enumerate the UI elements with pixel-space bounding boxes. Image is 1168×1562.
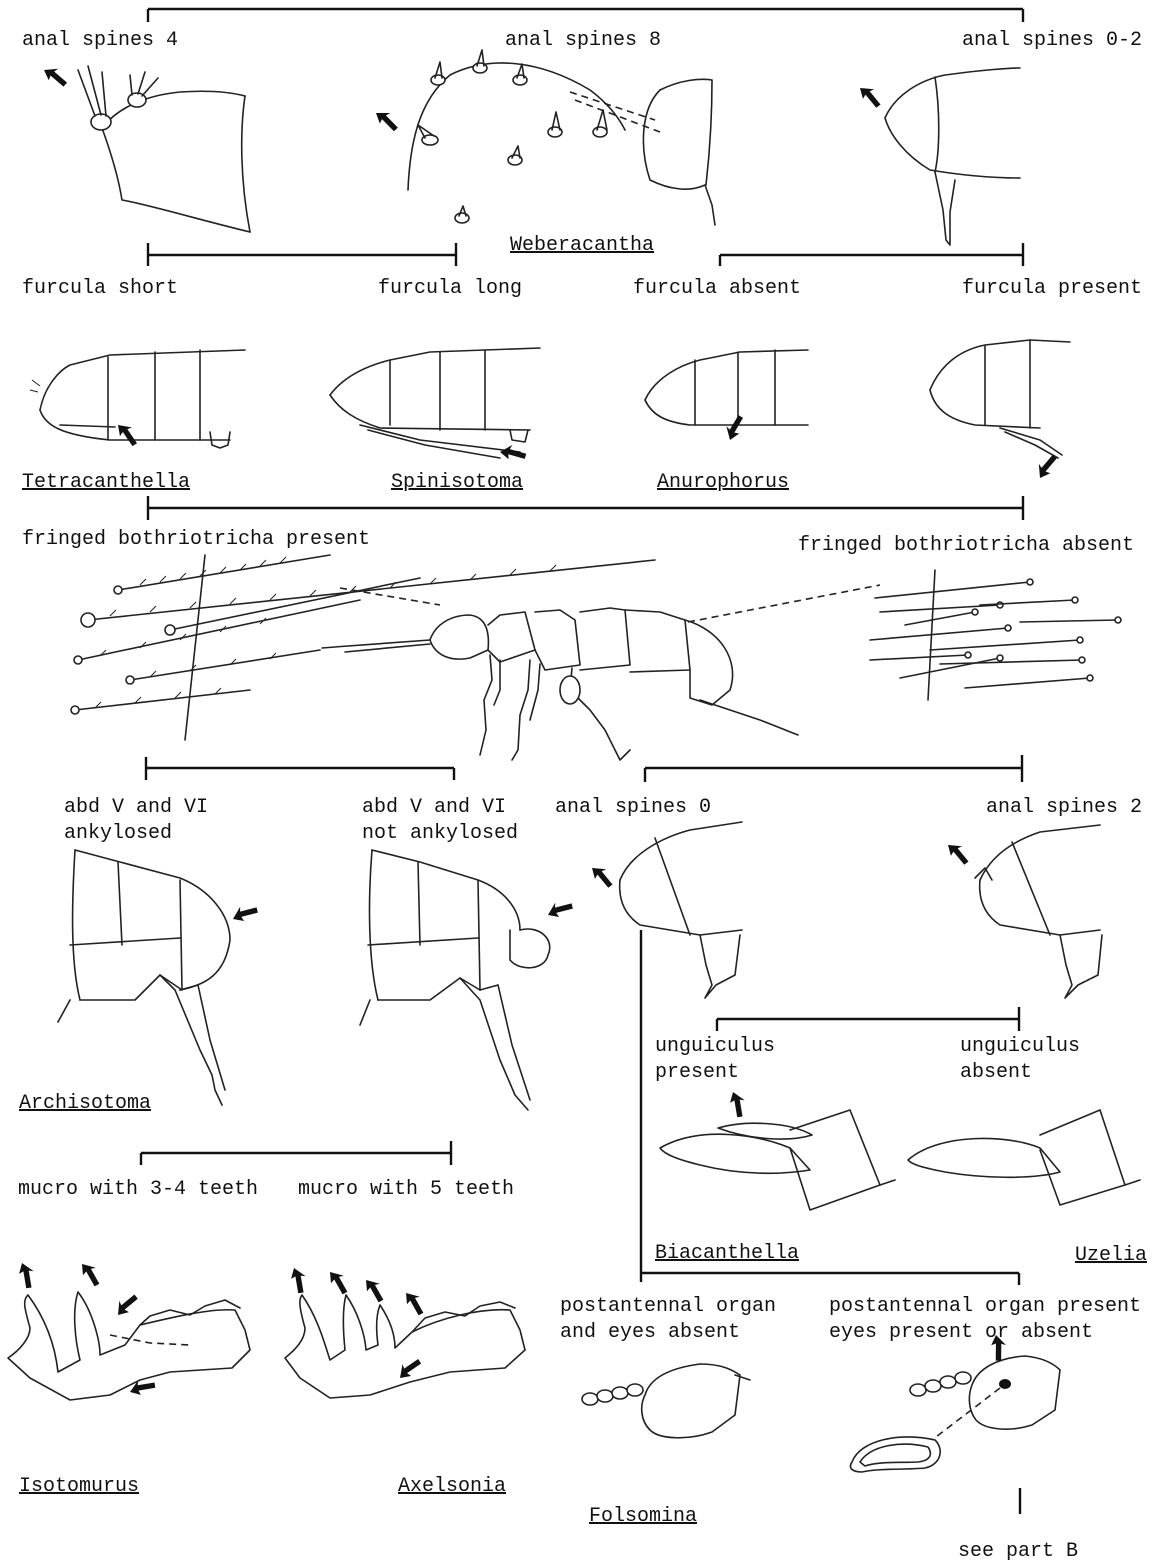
taxon-anurophorus: Anurophorus bbox=[657, 471, 789, 494]
drawing-anal-spines-2-lower bbox=[944, 825, 1103, 998]
label-unguiculus-present-line2: present bbox=[655, 1061, 739, 1084]
drawing-fringed-bothriotricha bbox=[71, 555, 655, 740]
label-anal-spines-8: anal spines 8 bbox=[505, 29, 661, 52]
drawing-biacanthella-claw bbox=[660, 1089, 895, 1210]
label-abd-not-ankylosed-line2: not ankylosed bbox=[362, 822, 518, 845]
label-pao-absent-line1: postantennal organ bbox=[560, 1295, 776, 1318]
drawing-uzelia-claw bbox=[908, 1110, 1140, 1205]
drawing-furcula-present bbox=[930, 340, 1070, 481]
taxon-tetracanthella: Tetracanthella bbox=[22, 471, 190, 494]
taxon-folsomina: Folsomina bbox=[589, 1505, 697, 1528]
drawing-tetracanthella bbox=[30, 350, 245, 448]
label-abd-ankylosed-line2: ankylosed bbox=[64, 822, 172, 845]
label-furcula-absent: furcula absent bbox=[633, 277, 801, 300]
taxon-biacanthella: Biacanthella bbox=[655, 1242, 799, 1265]
drawing-isotomurus-mucro bbox=[8, 1259, 250, 1400]
label-abd-ankylosed-line1: abd V and VI bbox=[64, 796, 208, 819]
taxon-uzelia: Uzelia bbox=[1075, 1244, 1147, 1267]
label-anal-spines-0: anal spines 0 bbox=[555, 796, 711, 819]
taxon-weberacantha: Weberacantha bbox=[510, 234, 654, 257]
drawing-axelsonia-mucro bbox=[285, 1265, 525, 1398]
label-furcula-long: furcula long bbox=[378, 277, 522, 300]
couplet-labels: anal spines 4 anal spines 8 anal spines … bbox=[18, 29, 1142, 1562]
drawing-anurophorus bbox=[645, 350, 808, 442]
label-furcula-short: furcula short bbox=[22, 277, 178, 300]
label-anal-spines-4: anal spines 4 bbox=[22, 29, 178, 52]
drawing-anal-spines-0-lower bbox=[588, 822, 743, 998]
drawing-anal-spines-8 bbox=[372, 50, 715, 225]
drawing-archisotoma-ankylosed bbox=[58, 850, 259, 1105]
drawing-folsomina-head bbox=[582, 1364, 750, 1438]
taxon-spinisotoma: Spinisotoma bbox=[391, 471, 523, 494]
label-abd-not-ankylosed-line1: abd V and VI bbox=[362, 796, 506, 819]
label-furcula-present: furcula present bbox=[962, 277, 1142, 300]
label-anal-spines-2: anal spines 2 bbox=[986, 796, 1142, 819]
label-unguiculus-absent-line2: absent bbox=[960, 1061, 1032, 1084]
drawing-spinisotoma bbox=[330, 348, 540, 461]
label-fringed-bothriotricha-present: fringed bothriotricha present bbox=[22, 528, 370, 551]
taxon-axelsonia: Axelsonia bbox=[398, 1475, 506, 1498]
label-see-part-b: see part B bbox=[958, 1540, 1078, 1562]
label-pao-absent-line2: and eyes absent bbox=[560, 1321, 740, 1344]
taxon-archisotoma: Archisotoma bbox=[19, 1092, 151, 1115]
label-mucro-5-teeth: mucro with 5 teeth bbox=[298, 1178, 514, 1201]
label-pao-present-line1: postantennal organ present bbox=[829, 1295, 1141, 1318]
drawing-simple-bothriotricha bbox=[870, 570, 1121, 700]
drawing-pao-present-head bbox=[850, 1333, 1060, 1472]
drawing-springtail-body bbox=[322, 585, 880, 760]
drawing-anal-spines-4 bbox=[41, 64, 250, 232]
label-anal-spines-0-2: anal spines 0-2 bbox=[962, 29, 1142, 52]
label-pao-present-line2: eyes present or absent bbox=[829, 1321, 1093, 1344]
drawing-anal-spines-0-2 bbox=[856, 68, 1021, 245]
label-unguiculus-present-line1: unguiculus bbox=[655, 1035, 775, 1058]
label-mucro-3-4-teeth: mucro with 3-4 teeth bbox=[18, 1178, 258, 1201]
label-fringed-bothriotricha-absent: fringed bothriotricha absent bbox=[798, 534, 1134, 557]
label-unguiculus-absent-line1: unguiculus bbox=[960, 1035, 1080, 1058]
drawing-abd-not-ankylosed bbox=[360, 850, 574, 1110]
taxon-isotomurus: Isotomurus bbox=[19, 1475, 139, 1498]
